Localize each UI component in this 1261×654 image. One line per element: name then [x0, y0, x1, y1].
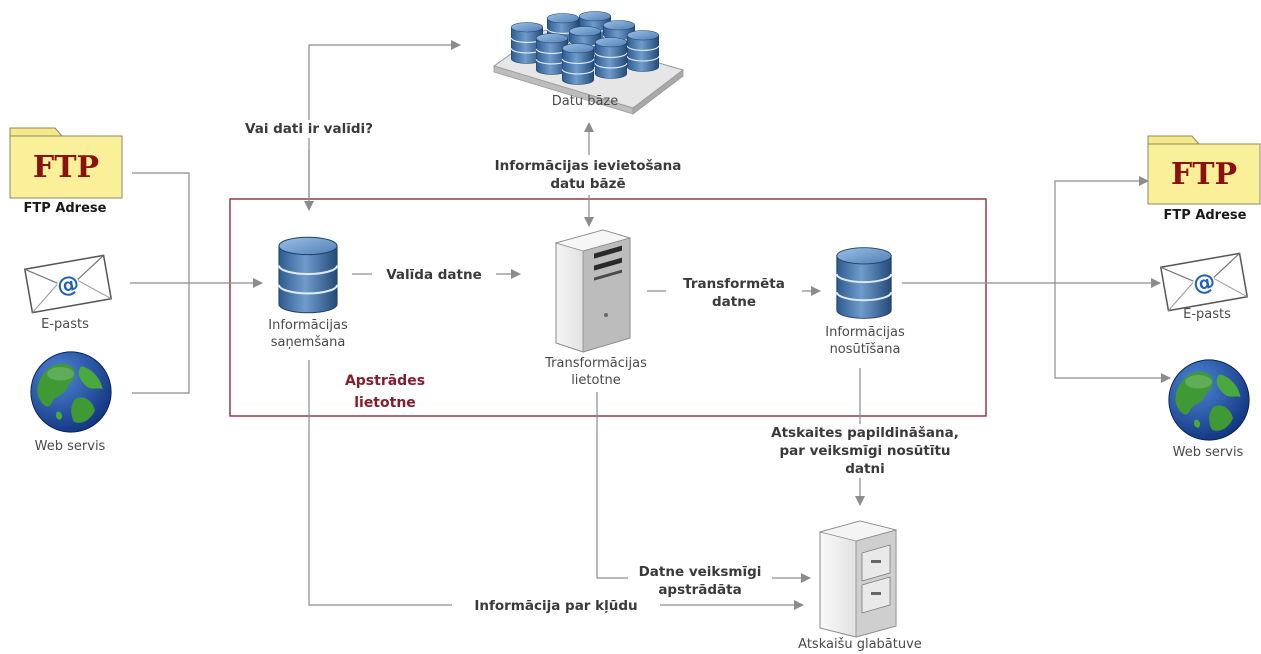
receive-label-line2: saņemšana [270, 335, 346, 350]
connector-processed-to-storage [596, 392, 811, 583]
send-node-label: Informācijas nosūtīšana [795, 324, 935, 358]
transform-label-line1: Transformācijas [545, 356, 647, 371]
transform-label-line2: lietotne [571, 373, 621, 388]
email-label: E-pasts [41, 317, 89, 332]
insert-line2: datu bāzē [550, 176, 626, 192]
insert-line1: Informācijas ievietošana [494, 158, 682, 174]
application-label-line2: lietotne [354, 395, 416, 411]
send-label-line2: nosūtīšana [829, 342, 901, 357]
email-icon [24, 254, 112, 314]
transform-node-label: Transformācijas lietotne [521, 355, 671, 389]
processed-line2: apstrādāta [658, 582, 742, 598]
connector-send-to-ftp [1054, 176, 1149, 283]
receive-node-label: Informācijas saņemšana [238, 317, 378, 351]
ftp-icon-text: FTP [1171, 157, 1237, 192]
report-line1: Atskaites papildināšana, [771, 425, 959, 441]
report-line3: datni [845, 461, 885, 477]
ftp-folder-icon: FTP [9, 127, 123, 199]
flow-label-error: Informācija par kļūdu [452, 597, 660, 615]
web-service-label: Web servis [34, 439, 106, 454]
flow-label-report: Atskaites papildināšana, par veiksmīgi n… [748, 424, 982, 478]
send-label-line1: Informācijas [825, 325, 905, 340]
web-service-globe-icon [30, 351, 112, 433]
web-service-globe-icon [1168, 359, 1250, 441]
flow-label-insert: Informācijas ievietošana datu bāzē [466, 157, 710, 193]
report-line2: par veiksmīgi nosūtītu [779, 443, 951, 459]
connector-web-in [132, 283, 190, 394]
web-service-label: Web servis [1172, 445, 1244, 460]
ftp-icon-text: FTP [33, 150, 99, 185]
application-boundary-box [229, 198, 987, 417]
server-icon [554, 229, 632, 353]
ftp-address-label: FTP Adrese [1163, 208, 1247, 223]
flow-label-validate: Vai dati ir valīdi? [226, 120, 392, 138]
application-label-line1: Apstrādes [344, 373, 426, 389]
email-label: E-pasts [1183, 307, 1231, 322]
database-icon [492, 11, 685, 115]
application-label: Apstrādes lietotne [330, 370, 440, 414]
connector-ftp-in [132, 172, 190, 283]
flow-label-valid-file: Valīda datne [372, 266, 496, 284]
receive-label-line1: Informācijas [268, 318, 348, 333]
processed-line1: Datne veiksmīgi [638, 564, 762, 580]
send-database-icon [835, 246, 893, 320]
database-label: Datu bāze [551, 94, 619, 109]
transformed-line2: datne [712, 294, 756, 310]
connector-send-to-web [1054, 283, 1171, 383]
file-cabinet-icon [818, 520, 898, 638]
flow-label-transformed: Transformēta datne [666, 275, 802, 311]
ftp-address-label: FTP Adrese [23, 201, 107, 216]
email-icon [1160, 252, 1248, 312]
receive-database-icon [277, 236, 339, 314]
storage-label: Atskaišu glabātuve [798, 637, 922, 652]
transformed-line1: Transformēta [683, 276, 785, 292]
flow-label-processed: Datne veiksmīgi apstrādāta [628, 563, 772, 599]
ftp-folder-icon: FTP [1147, 135, 1261, 205]
connector-to-database [308, 40, 461, 200]
